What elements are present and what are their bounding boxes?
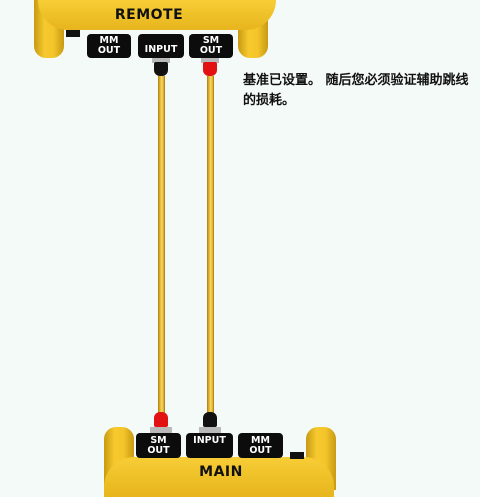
- port-label-line2: OUT: [147, 444, 170, 456]
- remote-housing: [38, 0, 276, 30]
- main-port-mm-out[interactable]: MM OUT: [238, 433, 283, 458]
- port-label-line2: OUT: [249, 444, 272, 456]
- black-connector-bottom: [203, 412, 217, 427]
- remote-sm-ferrule: [201, 58, 219, 63]
- red-connector-bottom: [154, 412, 168, 427]
- instruction-message: 基准已设置。 随后您必须验证辅助跳线的损耗。: [243, 73, 469, 108]
- port-label-line1: INPUT: [193, 435, 226, 446]
- port-label-line1: INPUT: [144, 44, 178, 55]
- remote-port-input[interactable]: INPUT: [138, 34, 184, 58]
- remote-input-ferrule: [152, 58, 170, 63]
- black-connector-top: [154, 62, 168, 76]
- port-label-line1: SM: [202, 35, 220, 46]
- port-label-line1: SM: [150, 434, 167, 446]
- remote-port-mm-out[interactable]: MM OUT: [87, 34, 131, 58]
- port-label-line1: MM: [251, 434, 270, 446]
- port-label-line2: OUT: [199, 45, 223, 56]
- main-port-sm-out[interactable]: SM OUT: [136, 433, 181, 458]
- patch-cable-sm-to-input: [207, 76, 214, 414]
- remote-port-sm-out[interactable]: SM OUT: [189, 34, 233, 58]
- main-title: MAIN: [199, 464, 243, 480]
- red-connector-top: [203, 62, 217, 76]
- main-sm-ferrule: [150, 427, 172, 433]
- remote-title: REMOTE: [114, 7, 184, 23]
- main-port-input[interactable]: INPUT: [186, 433, 233, 458]
- main-side-tab: [290, 452, 304, 459]
- port-label-line2: OUT: [97, 45, 121, 56]
- remote-side-tab: [66, 30, 80, 37]
- patch-cable-input-to-sm: [158, 76, 165, 414]
- main-input-ferrule: [199, 427, 221, 433]
- port-label-line1: MM: [99, 35, 119, 46]
